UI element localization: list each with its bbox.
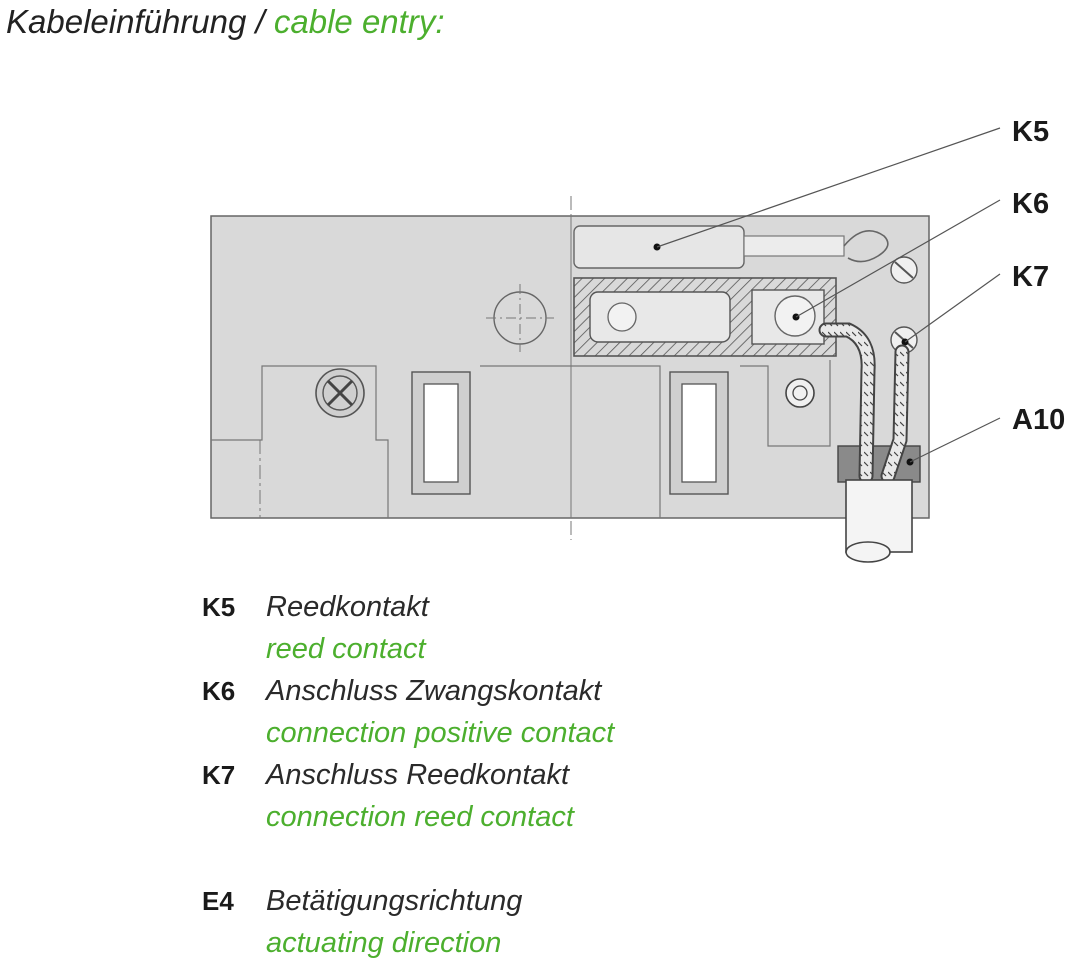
centerlines	[259, 196, 572, 540]
cable-sheath	[845, 479, 913, 553]
cable-entry-drawing: K5 K6 K7 A10	[210, 116, 1065, 563]
title-english: cable entry:	[273, 3, 445, 40]
legend-code: K6	[202, 676, 236, 706]
legend-german: Betätigungsrichtung	[266, 885, 523, 917]
title-german: Kabeleinführung	[6, 3, 247, 40]
housing-body	[210, 215, 930, 519]
centre-hole	[486, 284, 554, 352]
cable-gland-a10	[837, 445, 921, 483]
leader-a10	[909, 417, 1001, 463]
legend-english: connection reed contact	[266, 801, 574, 833]
stepped-profile-left	[211, 365, 389, 518]
leader-lines	[656, 127, 1001, 463]
legend-german: Anschluss Zwangskontakt	[266, 675, 602, 707]
stepped-profile-right	[740, 360, 831, 447]
callout-k6: K6	[1012, 188, 1049, 220]
legend-code: K7	[202, 760, 236, 790]
legend-german: Anschluss Reedkontakt	[266, 759, 570, 791]
legend-code: E4	[202, 886, 234, 916]
callout-k7: K7	[1012, 261, 1049, 293]
housing	[210, 215, 930, 519]
small-screw	[785, 378, 815, 408]
legend-code: K5	[202, 592, 236, 622]
hatched-holder	[573, 277, 837, 357]
stepped-profile-mid	[480, 365, 661, 518]
title-separator: /	[246, 3, 274, 40]
cable-assembly	[818, 322, 921, 563]
legend-english: actuating direction	[266, 927, 502, 959]
legend-english: reed contact	[266, 633, 426, 665]
left-screw	[315, 368, 365, 418]
reed-contact-k5	[573, 225, 889, 269]
legend-english: connection positive contact	[266, 717, 615, 749]
legend-german: Reedkontakt	[266, 591, 429, 623]
page-title: Kabeleinführung / cable entry:	[6, 0, 444, 44]
leader-k5	[656, 127, 1001, 248]
leader-k7	[904, 273, 1001, 343]
callout-k5: K5	[1012, 116, 1049, 148]
slots	[411, 371, 729, 495]
leader-k6	[795, 199, 1001, 318]
callout-a10: A10	[1012, 404, 1065, 436]
